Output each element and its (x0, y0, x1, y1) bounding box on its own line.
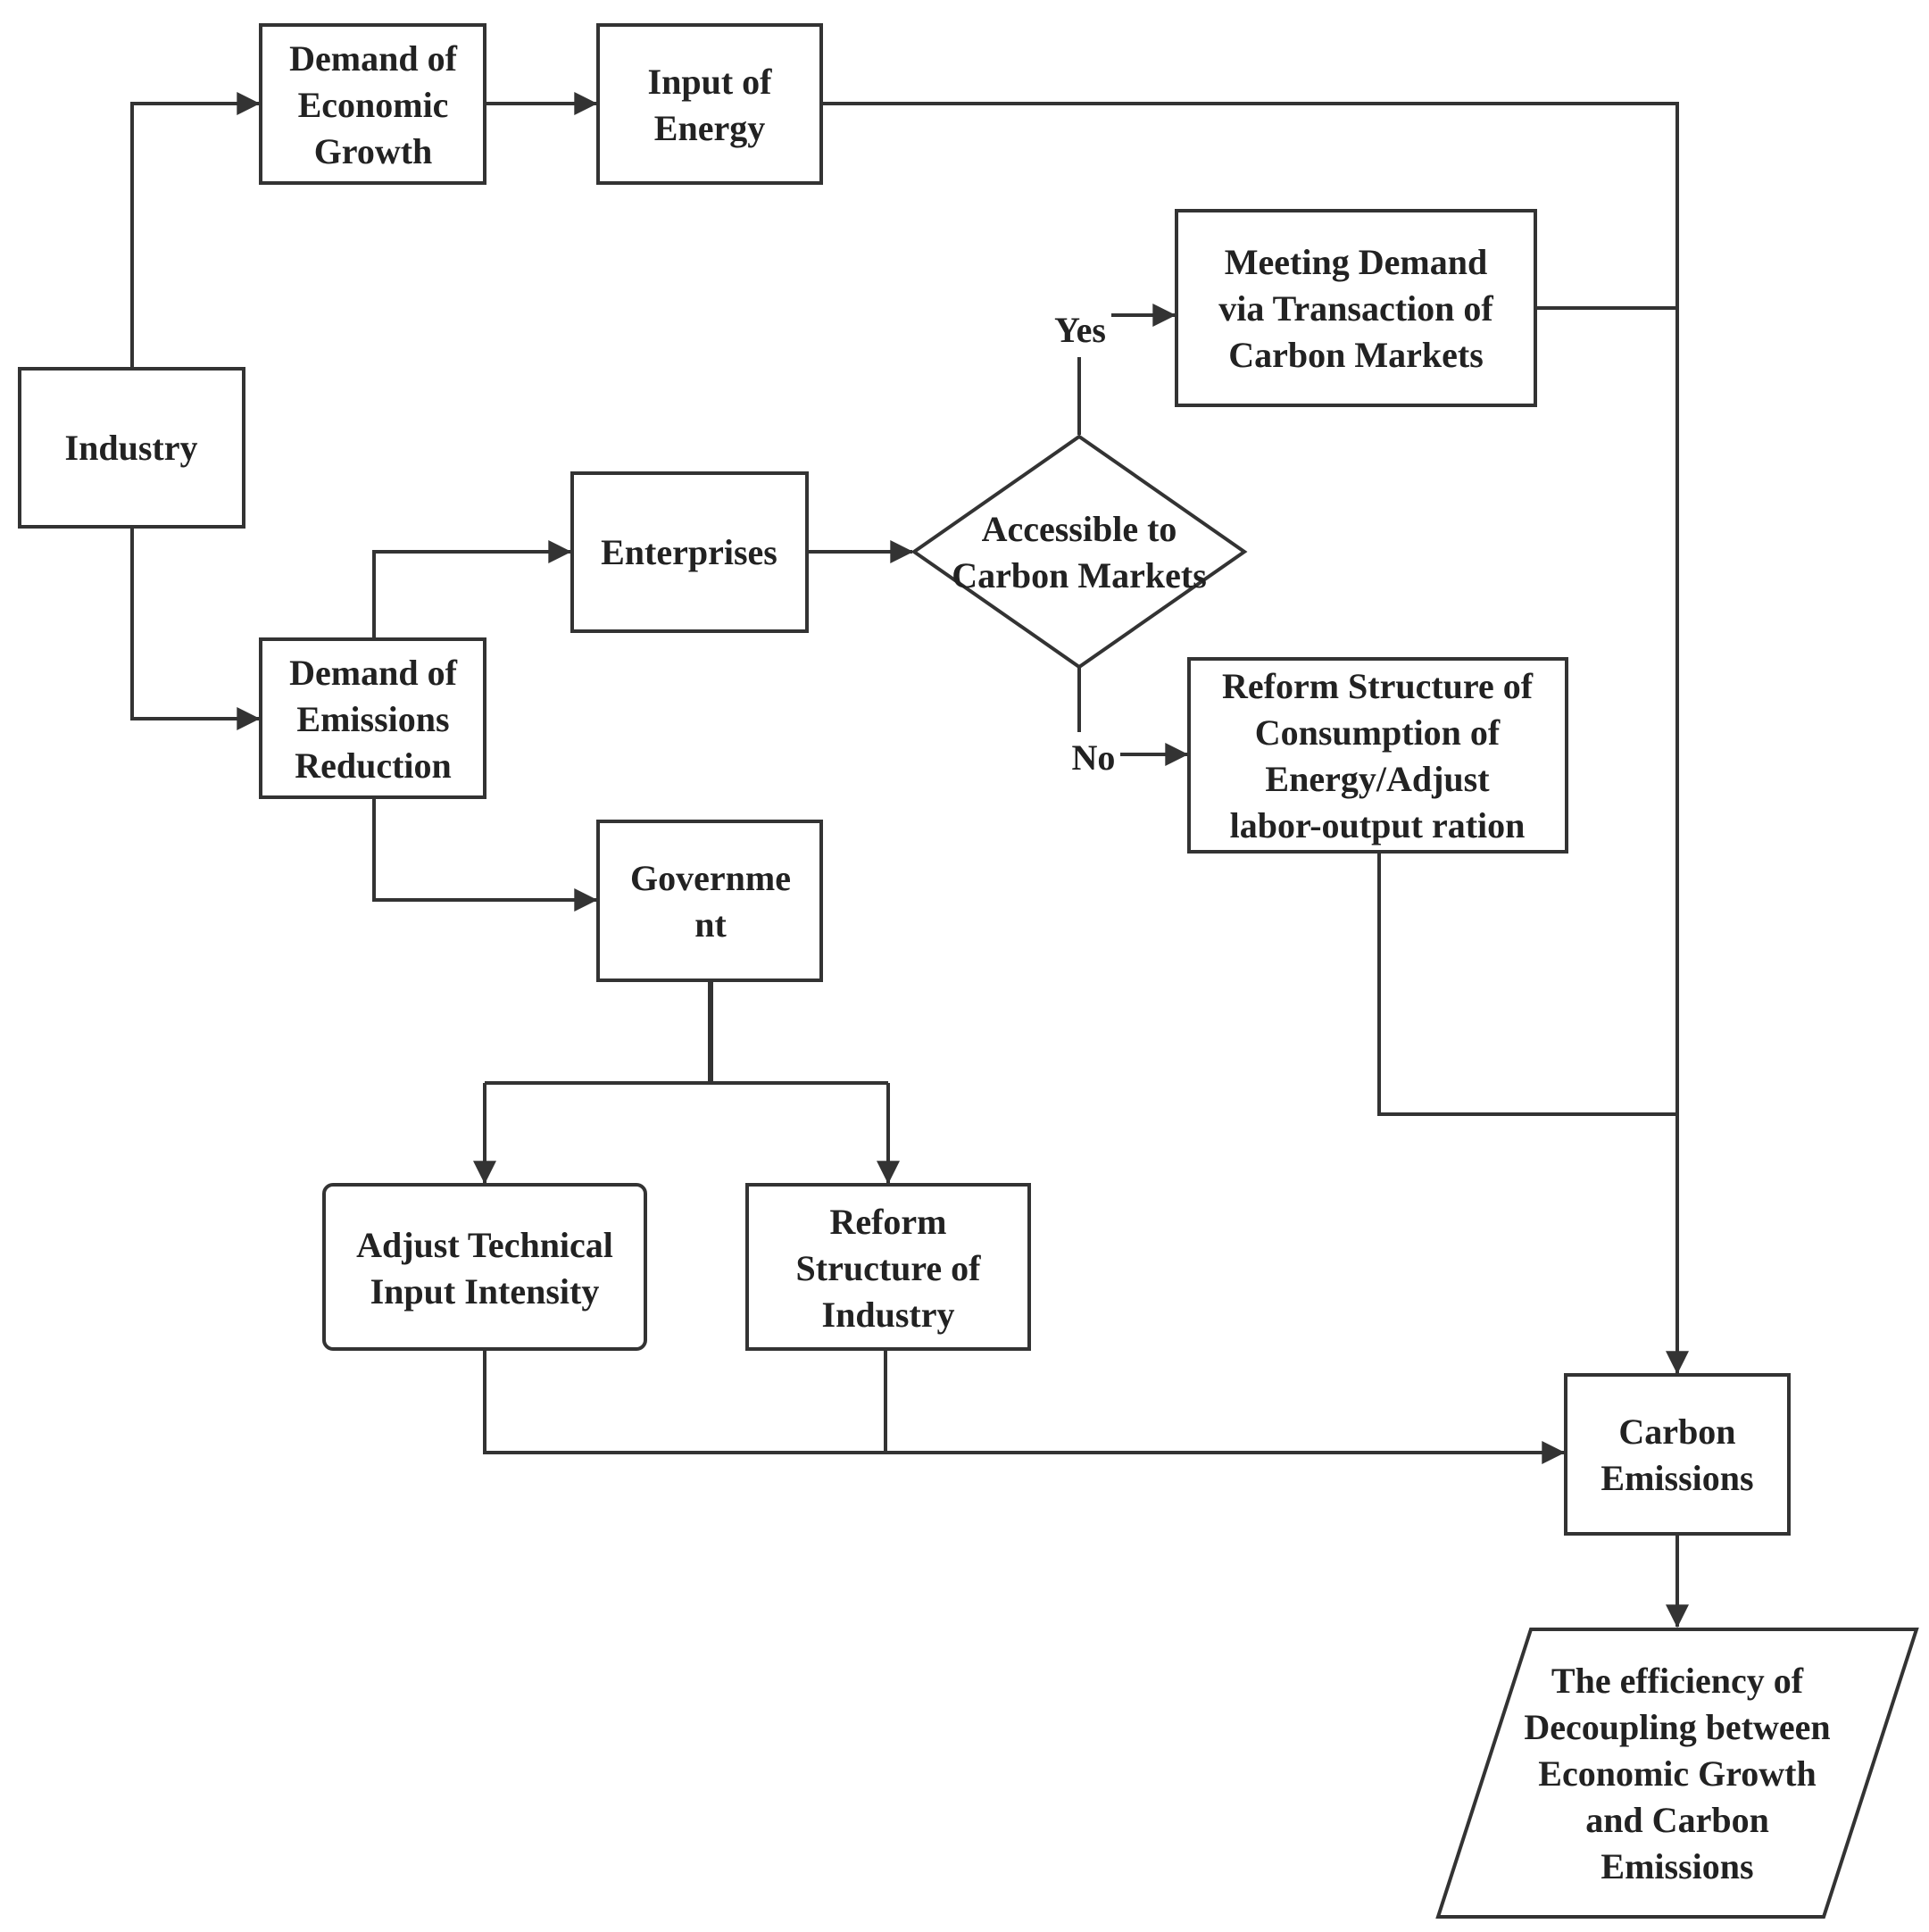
node-accessible: Accessible to Carbon Markets (910, 434, 1248, 670)
industry-label: Industry (65, 428, 198, 468)
demand-growth-line: Demand of (289, 38, 457, 79)
input-energy-line: Energy (654, 108, 765, 148)
government-line: nt (694, 904, 727, 945)
node-government: Governme nt (596, 820, 823, 982)
demand-growth-line: Economic (298, 85, 449, 125)
adjust-technical-line: Input Intensity (370, 1271, 600, 1312)
reform-consumption-line: Energy/Adjust (1265, 759, 1490, 799)
demand-growth-line: Growth (314, 131, 433, 171)
reform-industry-line: Reform (829, 1202, 946, 1242)
carbon-emissions-line: Emissions (1601, 1458, 1753, 1498)
node-enterprises: Enterprises (570, 471, 809, 633)
meeting-demand-line: via Transaction of (1218, 288, 1493, 329)
efficiency-line: and Carbon (1585, 1800, 1769, 1840)
efficiency-line: Decoupling between (1524, 1707, 1830, 1747)
node-meeting-demand: Meeting Demand via Transaction of Carbon M… (1175, 209, 1537, 407)
connector-reduction-to-government (372, 797, 598, 912)
industry-line: Industry (65, 428, 198, 468)
connector-industry-to-reduction (130, 529, 261, 730)
government-line: Governme (630, 858, 791, 898)
connector-reduction-to-enterprises (372, 540, 572, 639)
demand-reduction-line: Emissions (296, 699, 449, 739)
connector-energy-to-trunk (820, 102, 1679, 308)
enterprises-label: Enterprises (601, 532, 777, 572)
efficiency-line: Economic Growth (1538, 1753, 1816, 1794)
node-input-energy: Input of Energy (596, 23, 823, 185)
connector-industry-to-growth (130, 92, 261, 369)
input-energy-box (596, 23, 823, 185)
reform-consumption-box (1187, 657, 1568, 854)
adjust-technical-line: Adjust Technical (356, 1225, 613, 1265)
enterprises-line: Enterprises (601, 532, 777, 572)
reform-consumption-line: Consumption of (1255, 712, 1501, 753)
reform-industry-line: Structure of (796, 1248, 982, 1288)
input-energy-label: Input of Energy (648, 62, 773, 148)
yes-label: Yes (1054, 310, 1106, 350)
reform-industry-box (745, 1183, 1031, 1351)
connector-reform-consumption-to-trunk (1377, 852, 1677, 1116)
demand-reduction-line: Demand of (289, 653, 457, 693)
meeting-demand-line: Carbon Markets (1228, 335, 1484, 375)
efficiency-line: The efficiency of (1551, 1661, 1804, 1701)
carbon-emissions-box (1564, 1373, 1791, 1536)
accessible-label: Accessible to Carbon Markets (952, 509, 1207, 595)
meeting-demand-box (1175, 209, 1537, 407)
meeting-demand-line: Meeting Demand (1225, 242, 1487, 282)
demand-reduction-line: Reduction (295, 745, 452, 786)
adjust-technical-box (322, 1183, 647, 1351)
connector-adjust-to-carbon (483, 1349, 1566, 1464)
reform-consumption-line: Reform Structure of (1222, 666, 1534, 706)
reform-consumption-label: Reform Structure of Consumption of Energy/… (1222, 666, 1534, 845)
connectors (130, 92, 1689, 1628)
demand-reduction-box (259, 637, 486, 799)
government-box (596, 820, 823, 982)
government-label: Governme nt (630, 858, 791, 945)
reform-industry-line: Industry (822, 1295, 955, 1335)
accessible-line: Accessible to (982, 509, 1177, 549)
accessible-line: Carbon Markets (952, 555, 1207, 595)
reform-consumption-line: labor-output ration (1230, 805, 1526, 845)
carbon-emissions-line: Carbon (1618, 1412, 1735, 1452)
efficiency-parallelogram (1435, 1628, 1919, 1919)
demand-growth-box (259, 23, 486, 185)
node-industry: Industry (18, 367, 245, 529)
enterprises-box (570, 471, 809, 633)
node-reform-consumption: Reform Structure of Consumption of Energy/… (1187, 657, 1568, 854)
accessible-diamond (910, 434, 1248, 670)
input-energy-line: Input of (648, 62, 773, 102)
industry-box (18, 367, 245, 529)
efficiency-line: Emissions (1601, 1846, 1753, 1886)
meeting-demand-label: Meeting Demand via Transaction of Carbon M… (1218, 242, 1493, 375)
no-label: No (1072, 737, 1116, 778)
